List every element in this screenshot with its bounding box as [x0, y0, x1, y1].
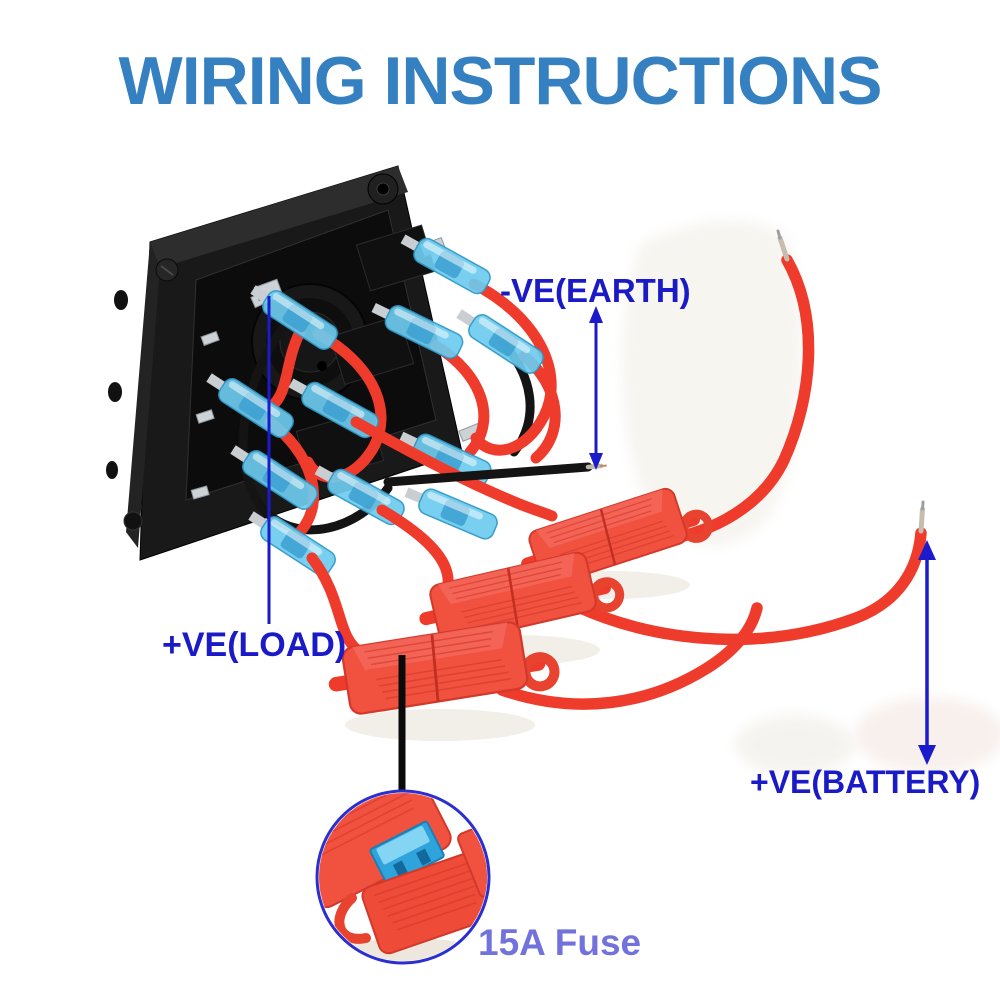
stripped-wire-tips [776, 229, 925, 534]
earth-label: -VE(EARTH) [500, 272, 691, 309]
black-earth-wire-end [383, 462, 607, 487]
fuse-label: 15A Fuse [478, 922, 642, 963]
background-shadows [622, 220, 1000, 775]
earth-arrow [589, 306, 603, 470]
battery-label: +VE(BATTERY) [750, 764, 981, 800]
page-title: WIRING INSTRUCTIONS [118, 43, 883, 119]
fuse-zoom-inset [315, 789, 491, 965]
load-label: +VE(LOAD) [162, 626, 347, 664]
red-wires [264, 278, 561, 538]
fuse-holders [324, 479, 712, 741]
battery-arrow [918, 540, 936, 765]
